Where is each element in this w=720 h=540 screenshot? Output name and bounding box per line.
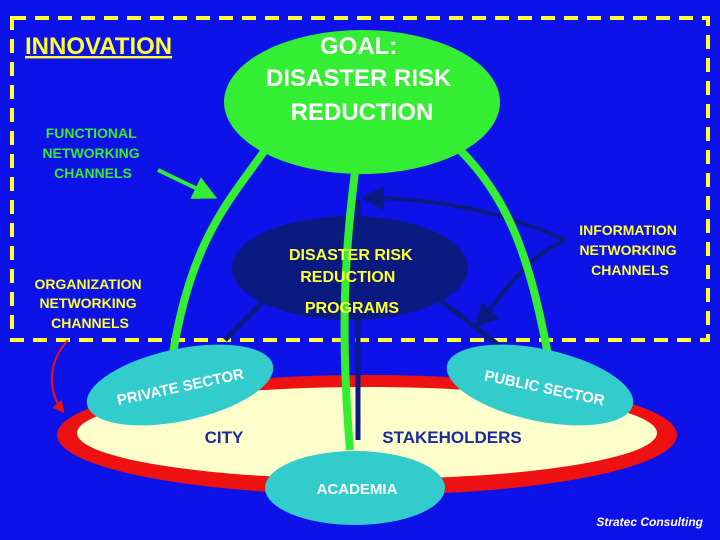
credit-text: Stratec Consulting bbox=[596, 515, 703, 529]
functional-channel bbox=[457, 147, 552, 356]
goal-ellipse bbox=[224, 30, 500, 174]
information-label: INFORMATION NETWORKING CHANNELS bbox=[579, 222, 681, 278]
goal-text: GOAL: DISASTER RISK REDUCTION bbox=[266, 33, 458, 126]
organization-label: ORGANIZATION NETWORKING CHANNELS bbox=[35, 276, 146, 331]
public-sector-ellipse bbox=[446, 344, 634, 426]
city-label: CITY bbox=[205, 428, 244, 447]
functional-arrow bbox=[157, 168, 218, 199]
connector bbox=[223, 298, 267, 342]
academia-ellipse bbox=[265, 451, 445, 525]
functional-channel bbox=[168, 147, 269, 361]
innovation-title: INNOVATION bbox=[25, 33, 172, 60]
info-arrow bbox=[474, 238, 566, 328]
info-arrow bbox=[360, 186, 566, 242]
stakeholders-label: STAKEHOLDERS bbox=[382, 428, 521, 447]
connector bbox=[438, 298, 507, 352]
organization-arrow bbox=[50, 339, 69, 414]
programs-text: DISASTER RISK REDUCTION PROGRAMS bbox=[289, 247, 417, 317]
academia-label: ACADEMIA bbox=[317, 481, 398, 498]
private-sector-ellipse bbox=[86, 344, 274, 426]
functional-channel bbox=[340, 171, 359, 451]
functional-label: FUNCTIONAL NETWORKING CHANNELS bbox=[42, 125, 143, 181]
